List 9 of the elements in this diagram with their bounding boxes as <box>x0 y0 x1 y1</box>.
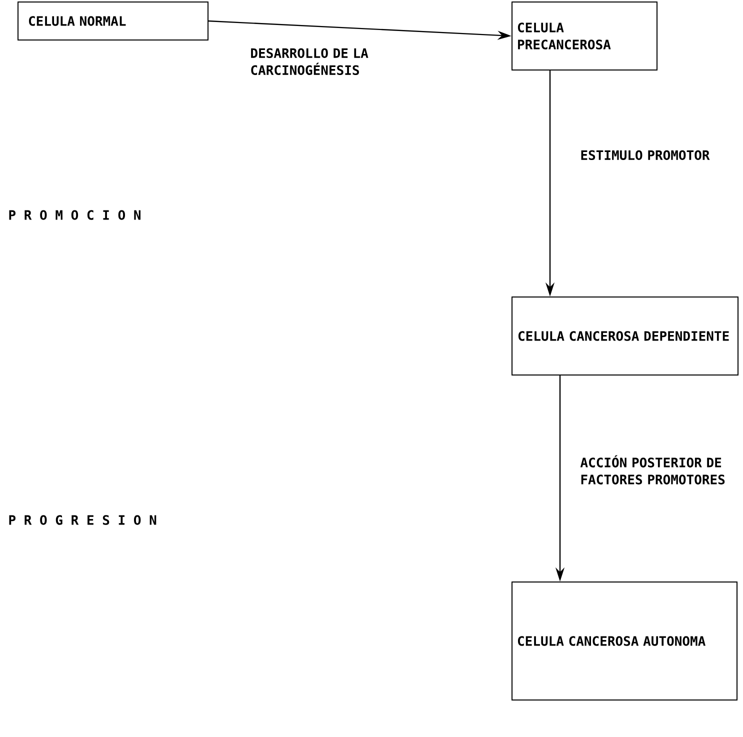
process-box: CELULA CANCEROSA AUTONOMA <box>512 582 738 700</box>
edge-label: DESARROLLO DE LA CARCINOGÉNESIS <box>251 48 368 76</box>
process-box: CELULA NORMAL <box>18 2 208 40</box>
edge-label: ACCIÓN POSTERIOR DE FACTORES PROMOTORES <box>580 455 725 484</box>
stage-label: P R O G R E S I O N <box>9 515 156 525</box>
process-box: CELULA CANCEROSA DEPENDIENTE <box>512 296 738 376</box>
process-box: CELULA PRECANCEROSA <box>512 2 658 70</box>
edge-label: ESTIMULO PROMOTOR <box>581 150 710 160</box>
stage-label: P R O M O C I O N <box>9 210 140 220</box>
